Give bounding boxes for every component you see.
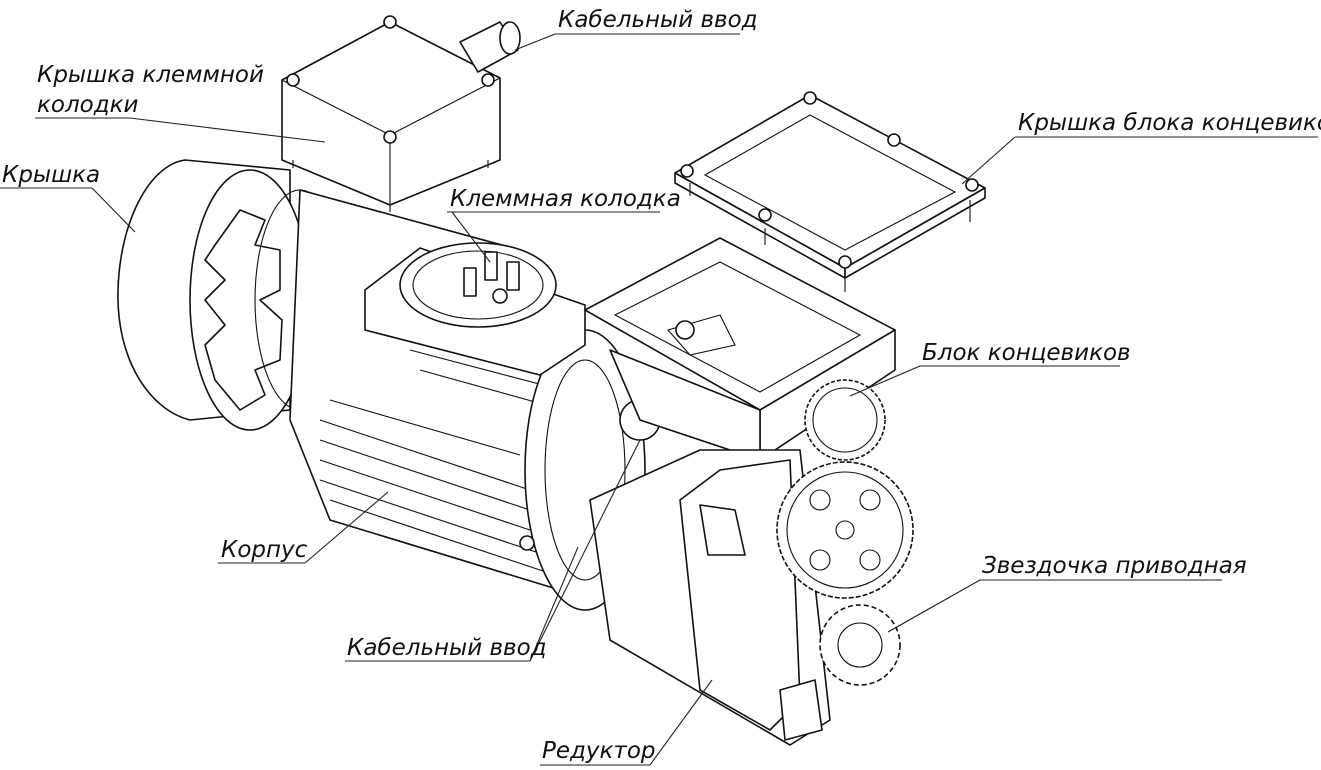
label-terminal-cover-line2: колодки (37, 92, 139, 118)
label-terminal-block: Клеммная колодка (450, 186, 681, 212)
label-drive-sprocket: Звездочка приводная (982, 553, 1247, 579)
label-limit-switch-block: Блок концевиков (922, 340, 1131, 366)
label-cable-entry-top: Кабельный ввод (558, 7, 758, 33)
label-limit-switch-cover: Крышка блока концевиков (1018, 110, 1321, 136)
label-cable-entry-bottom: Кабельный ввод (347, 635, 547, 661)
label-gearbox: Редуктор (542, 738, 656, 764)
gears-part (776, 379, 914, 686)
label-cover: Крышка (2, 162, 100, 188)
terminal-cover-part (281, 15, 521, 212)
leader-lines (0, 33, 1318, 766)
label-terminal-cover-line1: Крышка клеммной (37, 62, 264, 88)
gearbox-part (589, 449, 831, 746)
motor-cover-part (117, 159, 346, 431)
limit-switch-cover-part (674, 91, 986, 292)
terminal-block-part (364, 242, 586, 376)
label-housing: Корпус (221, 537, 308, 563)
